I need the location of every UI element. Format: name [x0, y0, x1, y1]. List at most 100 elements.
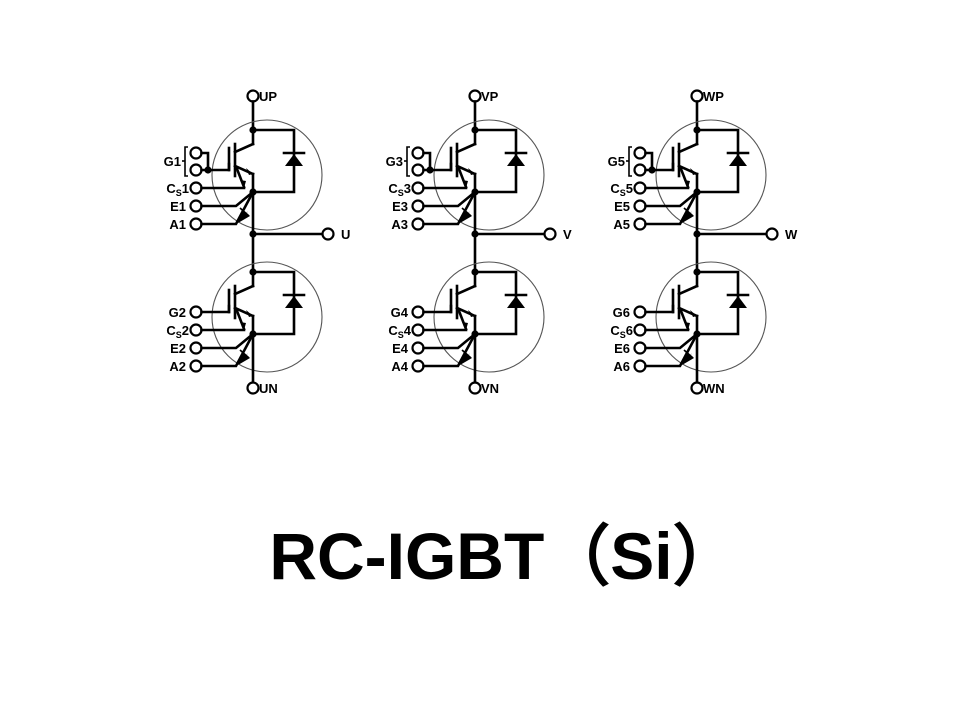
gate-terminal-lower [189, 163, 203, 177]
gate-label: G6 [613, 305, 630, 320]
anode-label: A4 [391, 359, 408, 374]
temp-diode-wire [422, 332, 477, 368]
cs-letter: C [610, 323, 620, 338]
emitter-arrow-icon [246, 168, 253, 175]
gate-wire [644, 162, 675, 172]
emitter-terminal [633, 341, 647, 355]
temp-sense-diode-body [682, 353, 694, 365]
temp-sense-diode-body [682, 211, 694, 223]
temp-diode-wire [644, 332, 699, 368]
gate-terminal [411, 305, 425, 319]
device-envelope-circle [655, 261, 767, 373]
positive-terminal-label: UP [259, 89, 277, 104]
temp-sense-diode-body [460, 353, 472, 365]
temp-diode-cathode-bar [239, 207, 250, 217]
anode-terminal [189, 359, 203, 373]
cs-number: 5 [626, 181, 633, 196]
negative-terminal [468, 381, 482, 395]
emitter-label: E1 [170, 199, 186, 214]
cs-subscript: S [176, 188, 182, 198]
current-sense-terminal [411, 181, 425, 195]
cs-letter: C [388, 181, 398, 196]
gate-tie-wire [422, 151, 432, 172]
cs-subscript: S [176, 330, 182, 340]
current-sense-label: CS6 [610, 323, 633, 340]
collector-diagonal [677, 142, 699, 154]
gate-label: G4 [391, 305, 409, 320]
temp-diode-cathode-bar [239, 349, 250, 359]
anode-label: A3 [391, 217, 408, 232]
gate-terminal-upper [633, 146, 647, 160]
output-terminal-label: V [563, 227, 572, 242]
emitter-label: E4 [392, 341, 409, 356]
temp-diode-wire [644, 190, 699, 226]
cs-number: 2 [182, 323, 189, 338]
sense-arrow-icon [684, 322, 690, 330]
negative-terminal [690, 381, 704, 395]
temp-diode-wire [200, 190, 255, 226]
diode-loop-wire [251, 270, 296, 336]
anode-label: A1 [169, 217, 186, 232]
gate-bracket [184, 146, 188, 177]
output-terminal-label: U [341, 227, 350, 242]
emitter-sense-wire [200, 332, 255, 350]
gate-label: G5 [608, 154, 625, 169]
emitter-arrow-icon [246, 310, 253, 317]
emitter-terminal [411, 341, 425, 355]
positive-terminal-label: VP [481, 89, 499, 104]
anode-label: A6 [613, 359, 630, 374]
temp-diode-wire [200, 332, 255, 368]
collector-diagonal [233, 142, 255, 154]
emitter-terminal [189, 199, 203, 213]
gate-terminal [189, 305, 203, 319]
current-sense-terminal [189, 323, 203, 337]
freewheel-diode-icon [507, 296, 525, 308]
cs-number: 4 [404, 323, 412, 338]
cs-subscript: S [620, 330, 626, 340]
device-envelope-circle [211, 261, 323, 373]
gate-wire [200, 304, 231, 314]
temp-diode-cathode-bar [461, 349, 472, 359]
gate-wire [422, 162, 453, 172]
gate-bracket [406, 146, 410, 177]
gate-label: G2 [169, 305, 186, 320]
current-sense-label: CS4 [388, 323, 411, 340]
device-envelope-circle [433, 119, 545, 231]
anode-terminal [633, 217, 647, 231]
emitter-arrow-icon [468, 168, 475, 175]
cs-number: 6 [626, 323, 633, 338]
device-envelope-circle [655, 119, 767, 231]
current-sense-terminal [189, 181, 203, 195]
temp-sense-diode-body [460, 211, 472, 223]
temp-sense-diode-body [238, 211, 250, 223]
cs-subscript: S [398, 188, 404, 198]
output-terminal-label: W [785, 227, 798, 242]
anode-terminal [189, 217, 203, 231]
temp-diode-cathode-bar [461, 207, 472, 217]
output-terminal [765, 227, 779, 241]
gate-tie-wire [200, 151, 210, 172]
anode-terminal [411, 217, 425, 231]
emitter-terminal [633, 199, 647, 213]
gate-wire [200, 162, 231, 172]
gate-label: G1 [164, 154, 181, 169]
freewheel-diode-icon [507, 154, 525, 166]
current-sense-label: CS3 [388, 181, 411, 198]
collector-diagonal [677, 284, 699, 296]
anode-label: A5 [613, 217, 630, 232]
collector-diagonal [455, 284, 477, 296]
positive-terminal [690, 89, 704, 103]
negative-terminal-label: UN [259, 381, 278, 396]
emitter-sense-wire [422, 332, 477, 350]
negative-terminal-label: VN [481, 381, 499, 396]
positive-terminal-label: WP [703, 89, 724, 104]
gate-wire [644, 304, 675, 314]
gate-terminal-lower [411, 163, 425, 177]
sense-arrow-icon [462, 322, 468, 330]
